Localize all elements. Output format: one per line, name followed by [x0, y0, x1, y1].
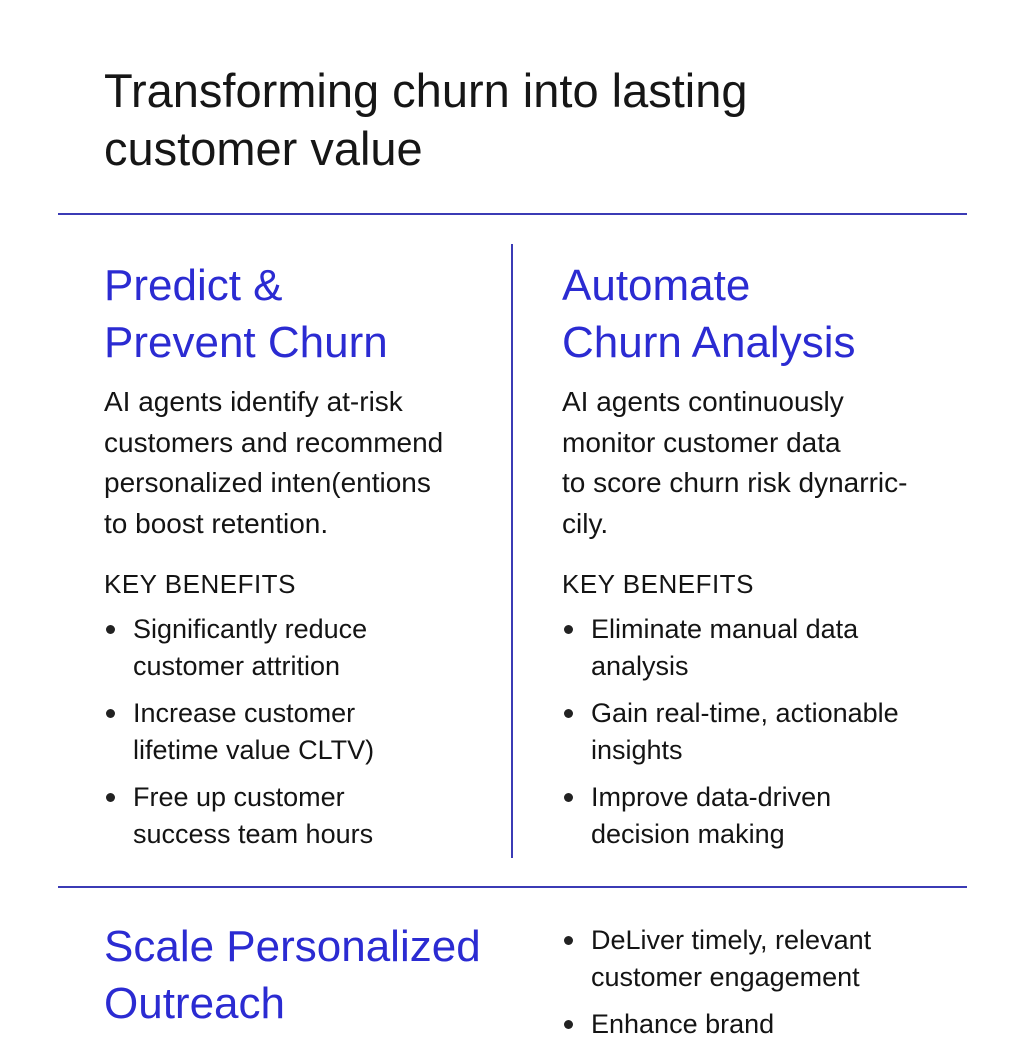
- bullet-text: customer engagement: [591, 962, 860, 992]
- page-title: Transforming churn into lasting customer…: [104, 62, 904, 178]
- bullet-text: customer attrition: [133, 651, 341, 681]
- bullet-text: Significantly reduce: [133, 614, 368, 644]
- title-line: Transforming churn into lasting: [104, 64, 748, 117]
- list-item: DeLiver timely, relevant customer engagem…: [562, 922, 871, 996]
- description-line: AI agents continuously: [562, 386, 844, 417]
- description-line: customers and recommend: [104, 426, 444, 458]
- bullet-icon: [564, 793, 573, 802]
- heading-line: Outreach: [104, 979, 285, 1028]
- section-heading: Automate Churn Analysis: [562, 257, 855, 371]
- bullet-text: Increase customer: [133, 698, 356, 728]
- heading-line: Scale Personalized: [104, 922, 481, 971]
- bullet-text: success team hours: [133, 819, 374, 849]
- bullet-text: Eliminate manual data: [591, 614, 859, 644]
- description-line: to boost retention.: [104, 507, 329, 539]
- section-heading: Scale Personalized Outreach: [104, 918, 481, 1032]
- bullet-icon: [564, 936, 573, 945]
- bullet-text: Improve data-driven: [591, 782, 832, 812]
- key-benefits-label: KEY BENEFITS: [104, 569, 296, 599]
- description-line: personalized inten(entions: [104, 467, 431, 498]
- divider: [58, 886, 967, 888]
- bullet-text: insights: [591, 735, 683, 765]
- divider: [58, 213, 967, 215]
- list-item: Enhance brand: [562, 1006, 871, 1043]
- section-description: AI agents continuously monitor customer …: [562, 382, 907, 544]
- bullet-text: decision making: [591, 819, 785, 849]
- bullet-icon: [106, 709, 115, 718]
- list-item: Free up customer success team hours: [104, 779, 374, 853]
- description-line: AI agents identify at-risk: [104, 386, 403, 417]
- benefits-list: Significantly reduce customer attrition I…: [104, 611, 374, 863]
- bullet-icon: [106, 793, 115, 802]
- bullet-icon: [564, 1020, 573, 1029]
- list-item: Increase customer lifetime value CLTV): [104, 695, 374, 769]
- column-divider: [511, 244, 513, 858]
- heading-line: Automate: [562, 261, 751, 310]
- benefits-list: Eliminate manual data analysis Gain real-…: [562, 611, 899, 863]
- description-line: monitor customer data: [562, 426, 841, 458]
- section-description: AI agents identify at-risk customers and…: [104, 382, 443, 544]
- key-benefits-label: KEY BENEFITS: [562, 569, 754, 599]
- description-line: cily.: [562, 507, 609, 539]
- bullet-text: Gain real-time, actionable: [591, 698, 899, 728]
- title-line: customer value: [104, 122, 423, 175]
- bullet-icon: [106, 625, 115, 634]
- bullet-text: Free up customer: [133, 782, 345, 812]
- heading-line: Prevent Churn: [104, 318, 388, 367]
- list-item: Improve data-driven decision making: [562, 779, 899, 853]
- bullet-text: lifetime value CLTV): [133, 735, 375, 765]
- bullet-text: DeLiver timely, relevant: [591, 925, 872, 955]
- bullet-icon: [564, 625, 573, 634]
- list-item: Eliminate manual data analysis: [562, 611, 899, 685]
- heading-line: Churn Analysis: [562, 318, 856, 367]
- list-item: Gain real-time, actionable insights: [562, 695, 899, 769]
- bullet-text: Enhance brand: [591, 1009, 775, 1039]
- benefits-list: DeLiver timely, relevant customer engagem…: [562, 922, 871, 1053]
- bullet-text: analysis: [591, 651, 689, 681]
- description-line: to score churn risk dynarric-: [562, 467, 908, 498]
- list-item: Significantly reduce customer attrition: [104, 611, 374, 685]
- heading-line: Predict &: [104, 261, 283, 310]
- bullet-icon: [564, 709, 573, 718]
- section-heading: Predict & Prevent Churn: [104, 257, 388, 371]
